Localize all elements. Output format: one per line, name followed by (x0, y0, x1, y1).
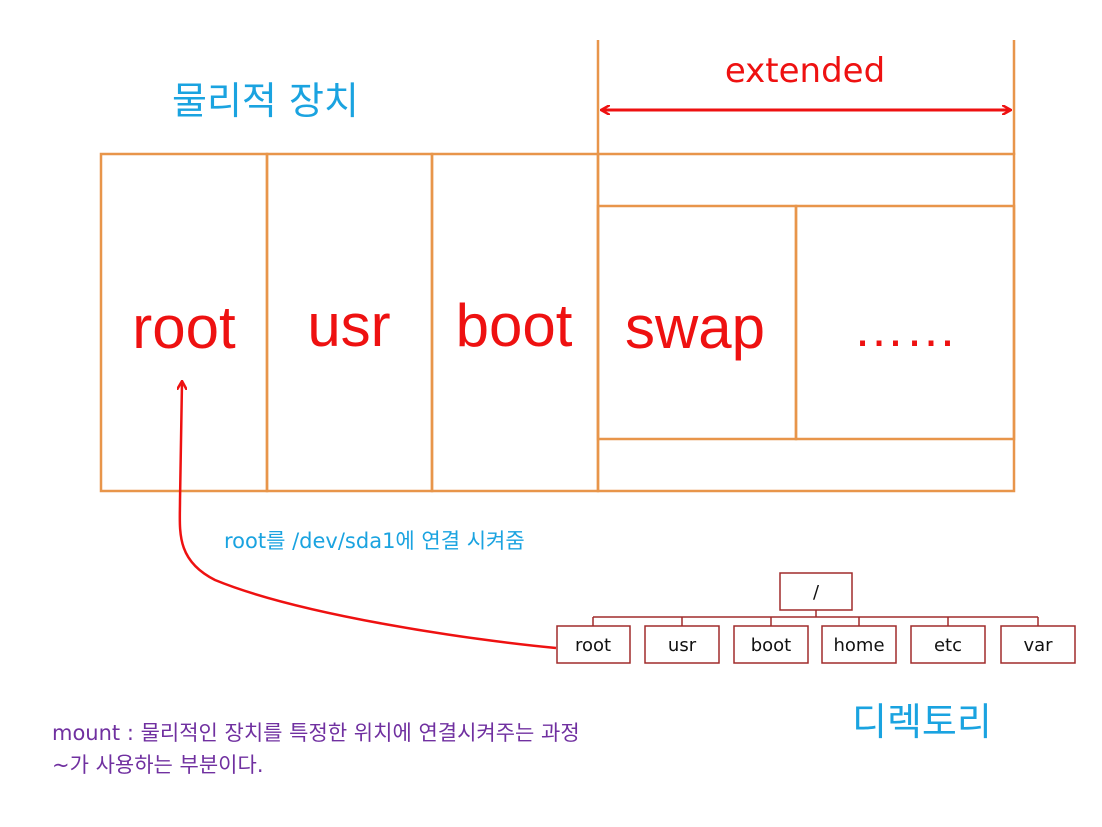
directory-heading: 디렉토리 (852, 700, 992, 744)
partition-root-label: root (132, 294, 236, 361)
tree-node-boot (733, 625, 809, 664)
partition-swap-label: swap (625, 294, 765, 361)
tree-node-etc (910, 625, 986, 664)
partition-more-box (794, 204, 1016, 441)
tree-node-etc-label: etc (934, 635, 962, 656)
tree-root-node (779, 572, 853, 611)
tree-node-boot-label: boot (751, 635, 792, 656)
directory-tree: / root usr boot home etc var (556, 572, 1076, 664)
tree-node-home-label: home (833, 635, 884, 656)
tree-node-home (821, 625, 897, 664)
extended-bracket: extended (596, 40, 1016, 155)
description-line-1: mount : 물리적인 장치를 특정한 위치에 연결시켜주는 과정 (52, 721, 580, 745)
mount-note: root를 /dev/sda1에 연결 시켜줌 (224, 529, 525, 553)
tree-node-usr-label: usr (668, 635, 697, 656)
tree-node-root-label: root (575, 635, 611, 656)
physical-device-heading: 물리적 장치 (172, 79, 359, 123)
partition-boot-label: boot (456, 292, 573, 359)
tree-node-var-label: var (1023, 635, 1053, 656)
description-line-2: ~가 사용하는 부분이다. (52, 753, 264, 777)
tree-node-root (556, 625, 631, 664)
partition-usr-label: usr (307, 292, 390, 359)
tree-node-usr (644, 625, 720, 664)
partition-more-label: …… (853, 300, 957, 358)
tree-node-var (1000, 625, 1076, 664)
mount-arrow (180, 382, 557, 650)
extended-label: extended (725, 51, 885, 91)
partition-boxes (99, 152, 1016, 493)
tree-root-label: / (813, 582, 820, 603)
